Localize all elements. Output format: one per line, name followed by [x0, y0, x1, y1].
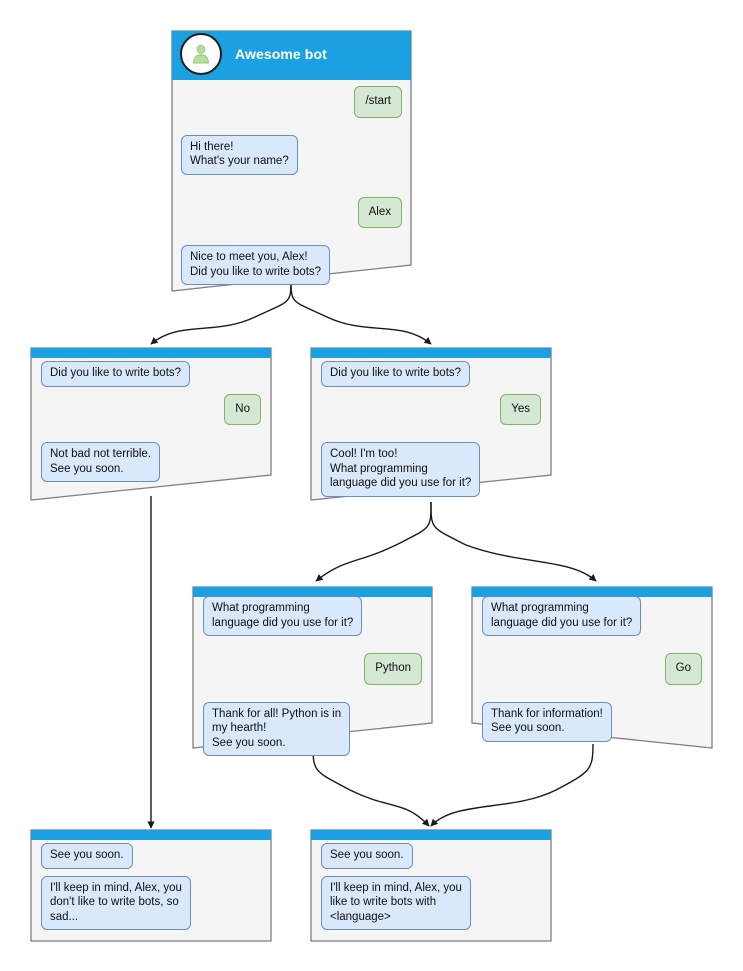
chat-bubble-bot: Hi there! What's your name?: [181, 134, 298, 175]
chat-bubble-bot: What programming language did you use fo…: [482, 596, 642, 636]
chat-bubble-bot: What programming language did you use fo…: [203, 596, 363, 636]
chat-bubble-bot: See you soon.: [41, 843, 133, 869]
person-avatar-icon: [180, 32, 222, 75]
chat-bubble-bot: See you soon.: [321, 843, 413, 869]
card-header-strip: [310, 347, 552, 356]
card-yes-branch[interactable]: Did you like to write bots? Yes Cool! I'…: [310, 347, 552, 502]
chat-bubble-bot: Did you like to write bots?: [321, 361, 471, 387]
card-end-happy[interactable]: See you soon. I'll keep in mind, Alex, y…: [310, 829, 552, 942]
chat-bubble-bot: Thank for all! Python is in my hearth! S…: [203, 701, 351, 756]
chat-bubble-bot: Did you like to write bots?: [41, 361, 191, 387]
connector-go-to-end-happy: [430, 743, 594, 827]
card-header-strip: [310, 829, 552, 838]
connector-yes-to-go: [430, 501, 597, 582]
connector-yes-to-python: [315, 501, 432, 582]
avatar-glyph: [193, 44, 209, 63]
card-header-strip: [471, 586, 713, 595]
chat-bubble-bot: Not bad not terrible. See you soon.: [41, 442, 161, 482]
bot-name-label: Awesome bot: [235, 45, 327, 62]
card-python-branch[interactable]: What programming language did you use fo…: [192, 586, 433, 756]
chat-bubble-user: Yes: [500, 393, 541, 425]
chat-bubble-bot: I'll keep in mind, Alex, you like to wri…: [321, 875, 471, 930]
card-header-strip: [192, 586, 433, 595]
chat-bubble-bot: Nice to meet you, Alex! Did you like to …: [181, 245, 331, 285]
card-root[interactable]: Awesome bot /start Hi there! What's your…: [170, 29, 413, 293]
connector-python-to-end-happy: [312, 747, 430, 827]
card-end-sad[interactable]: See you soon. I'll keep in mind, Alex, y…: [30, 829, 272, 942]
chat-bubble-user: Alex: [357, 196, 402, 228]
chat-bubble-bot: Thank for information! See you soon.: [482, 701, 612, 742]
chat-bubble-user: No: [224, 393, 261, 425]
chat-bubble-user: Go: [664, 653, 702, 685]
card-root-header: Awesome bot: [170, 29, 413, 78]
chat-bubble-user: Python: [364, 653, 422, 685]
chat-bubble-user: /start: [354, 86, 402, 118]
chat-bubble-bot: Cool! I'm too! What programming language…: [321, 442, 481, 497]
card-no-branch[interactable]: Did you like to write bots? No Not bad n…: [30, 347, 272, 502]
card-header-strip: [30, 829, 272, 838]
chat-bubble-bot: I'll keep in mind, Alex, you don't like …: [41, 875, 191, 930]
card-header-strip: [30, 347, 272, 356]
card-go-branch[interactable]: What programming language did you use fo…: [471, 586, 713, 750]
